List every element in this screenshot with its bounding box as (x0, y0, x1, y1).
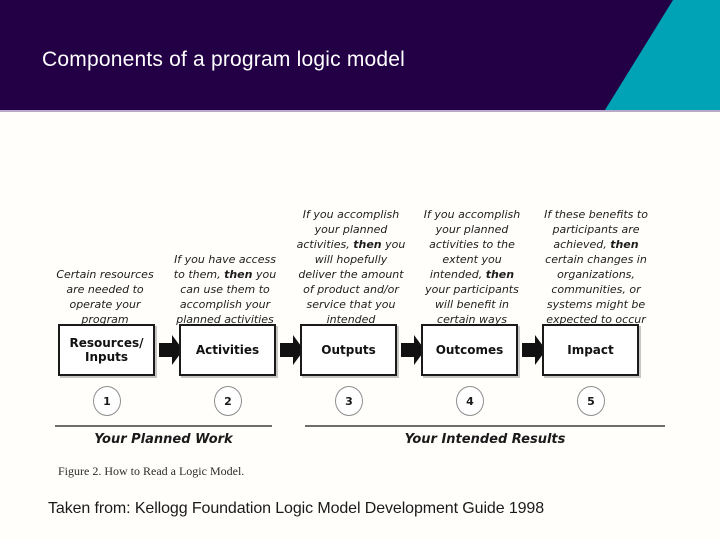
caption-resources: Certain resources are needed to operate … (55, 267, 155, 327)
stage-box-row: Resources/ Inputs Activities Outputs Out… (55, 324, 670, 380)
caption-text: If you accomplish your planned activitie… (423, 208, 521, 281)
caption-emphasis: then (610, 238, 639, 251)
caption-text: certain changes in organizations, commun… (545, 253, 647, 326)
stage-box-resources[interactable]: Resources/ Inputs (58, 324, 155, 376)
stage-box-outcomes[interactable]: Outcomes (421, 324, 518, 376)
stage-box-activities[interactable]: Activities (179, 324, 276, 376)
logic-model-figure: Certain resources are needed to operate … (0, 112, 720, 540)
page-title: Components of a program logic model (42, 48, 406, 71)
figure-caption: Figure 2. How to Read a Logic Model. (58, 464, 245, 478)
caption-activities: If you have access to them, then you can… (173, 252, 277, 327)
stage-number-4: 4 (456, 386, 484, 416)
caption-text: Certain resources are needed to operate … (56, 268, 154, 326)
caption-text: your participants will benefit in certai… (425, 283, 519, 326)
stage-number-2: 2 (214, 386, 242, 416)
stage-number-3: 3 (335, 386, 363, 416)
stage-box-outputs[interactable]: Outputs (300, 324, 397, 376)
caption-emphasis: then (485, 268, 515, 281)
header-accent-shape (605, 0, 720, 110)
caption-text: If you have access to them, (173, 253, 276, 281)
stage-number-row: 1 2 3 4 5 (55, 386, 670, 418)
caption-impact: If these benefits to participants are ac… (537, 207, 655, 327)
stage-box-impact[interactable]: Impact (542, 324, 639, 376)
caption-emphasis: then (353, 238, 382, 251)
caption-emphasis: then (224, 268, 253, 281)
caption-outputs: If you accomplish your planned activitie… (295, 207, 407, 327)
stage-number-1: 1 (93, 386, 121, 416)
caption-text: If these benefits to participants are ac… (544, 208, 648, 251)
caption-row: Certain resources are needed to operate … (55, 122, 670, 327)
caption-text: you can use them to accomplish your plan… (176, 268, 277, 326)
source-attribution: Taken from: Kellogg Foundation Logic Mod… (48, 500, 545, 517)
caption-text: you will hopefully deliver the amount of… (298, 238, 406, 326)
section-label-planned-work: Your Planned Work (94, 432, 233, 447)
header-divider (0, 110, 720, 112)
caption-outcomes: If you accomplish your planned activitie… (417, 207, 527, 327)
slide-header: Components of a program logic model (0, 0, 720, 110)
section-rule-planned-work (55, 425, 272, 427)
caption-text: If you accomplish your planned activitie… (296, 208, 400, 251)
section-rule-intended-results (305, 425, 665, 427)
stage-number-5: 5 (577, 386, 605, 416)
section-label-intended-results: Your Intended Results (404, 432, 566, 447)
